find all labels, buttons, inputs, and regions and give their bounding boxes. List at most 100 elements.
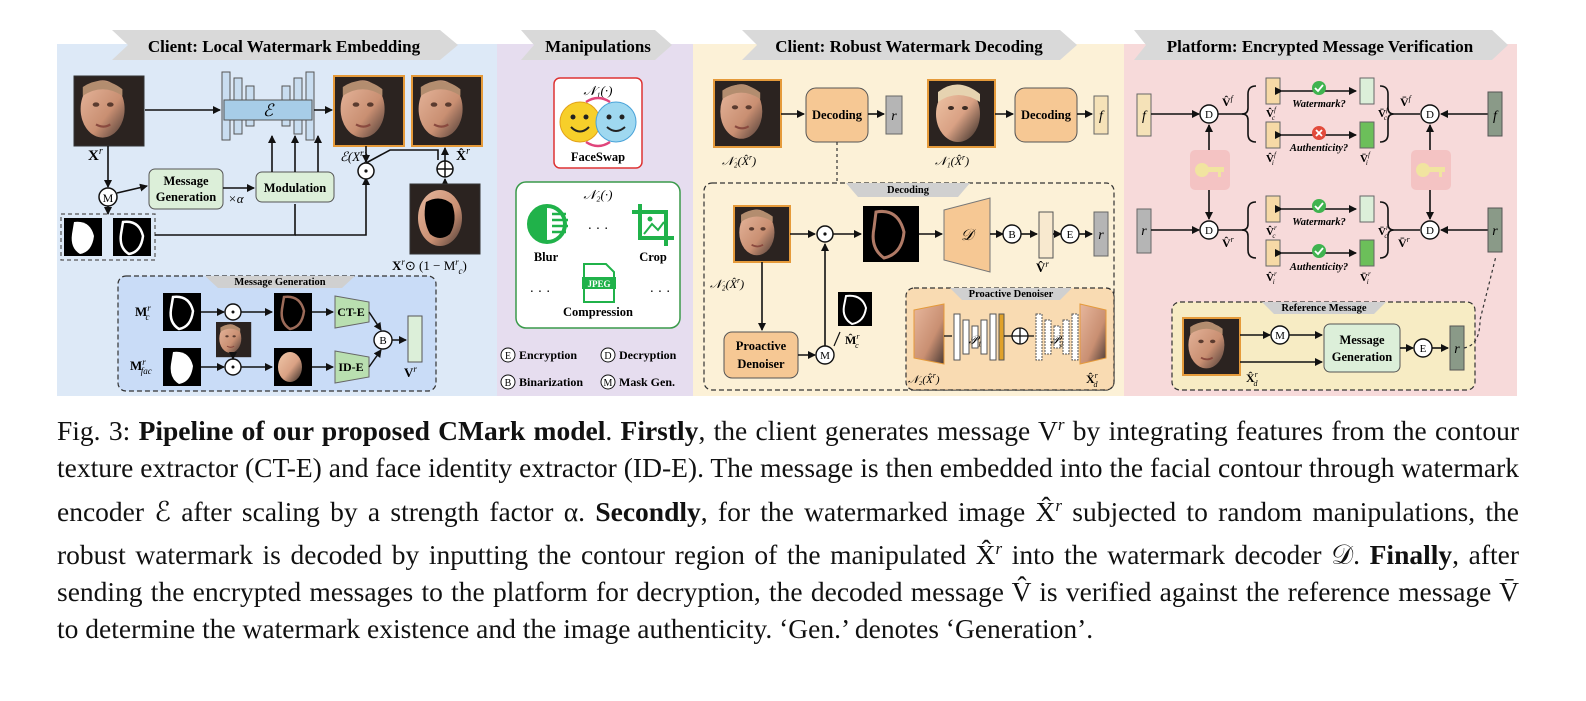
n2x-label-mid: 𝒩₂(X̂r) <box>710 276 744 291</box>
vbar-c-f-vec <box>1359 77 1375 105</box>
verify-ref-f-label: f <box>1493 109 1499 124</box>
ide-block <box>334 350 370 384</box>
contour-label: Xr⊙ (1 − Mrc) <box>392 257 467 276</box>
brace-left-top <box>1241 85 1257 143</box>
encoder-label: ℰ <box>263 101 275 120</box>
vbar-c-r-vec <box>1359 195 1375 223</box>
decode-contour-image <box>863 206 919 262</box>
proactive-l1: Proactive <box>736 339 787 353</box>
vbar-f-label: V̄f <box>1400 94 1413 109</box>
jpeg-text: JPEG <box>587 279 610 289</box>
figure-caption: Fig. 3: Pipeline of our proposed CMark m… <box>57 406 1519 648</box>
caption-p5: subjected to random manipulations, the r… <box>57 495 1519 571</box>
caption-firstly: Firstly <box>620 415 699 447</box>
p2-label: 𝒫₂ <box>1051 333 1064 347</box>
verify-input-r <box>1136 208 1152 254</box>
panel-decode-title: Client: Robust Watermark Decoding <box>775 37 1043 56</box>
msggen-detail-title: Message Generation <box>234 277 325 288</box>
legend-m-text: Mask Gen. <box>619 375 675 389</box>
output-r-top-label: r <box>891 109 897 124</box>
blur-label: Blur <box>534 250 559 264</box>
arrow-cte-bin <box>368 311 382 331</box>
modulation-label: Modulation <box>264 181 327 195</box>
decoding-label-f: Decoding <box>1021 108 1072 122</box>
face-region-image <box>274 348 312 386</box>
decryption-node-top-right <box>1420 104 1440 124</box>
decoding-box-f <box>1014 87 1078 143</box>
faceswap-icon <box>559 96 637 148</box>
arrow-dot-plus <box>365 149 439 164</box>
mult-node-mfac-dot <box>231 365 235 369</box>
contour-face-image <box>409 183 481 255</box>
vhat-i-f-vec <box>1265 121 1281 149</box>
verify-ref-r <box>1487 207 1503 253</box>
legend-d-sym: D <box>604 351 611 362</box>
reference-message-title: Reference Message <box>1281 303 1367 314</box>
n1x-label: 𝒩₁(X̂r) <box>935 153 969 168</box>
ide-label: ID-E <box>338 360 363 374</box>
decode-input-n1-image <box>927 79 996 148</box>
panel-verify-title: Platform: Encrypted Message Verification <box>1167 37 1474 56</box>
caption-p7: , after sending the encrypted messages t… <box>57 539 1519 645</box>
proactive-detail-title: Proactive Denoiser <box>969 289 1054 300</box>
mult-node-embed-dot <box>364 169 368 173</box>
decoding-detail-title: Decoding <box>887 185 930 196</box>
vhat-c-f-vec <box>1265 77 1281 105</box>
decryption-node-bottom-left-label: D <box>1205 225 1213 237</box>
pd-input-label: 𝒩₂(X̂r) <box>908 371 940 386</box>
vhat-f-label: V̂f <box>1222 94 1235 109</box>
legend-d-text: Decryption <box>619 348 677 362</box>
arrow-ide-bin <box>368 349 382 368</box>
input-label: Xr <box>88 146 103 164</box>
arrow-mask-to-dot <box>295 177 370 236</box>
reference-message-tab <box>1262 302 1386 314</box>
crop-icon <box>632 204 674 246</box>
vhat-r-label: V̂r <box>1222 235 1235 250</box>
caption-sup-2: r <box>1055 495 1062 515</box>
vhat-i-r-vec <box>1265 239 1281 267</box>
authenticity-q-bottom: Authenticity? <box>1289 262 1348 273</box>
authenticity-q-top: Authenticity? <box>1289 143 1348 154</box>
output-f-top <box>1093 95 1109 135</box>
mask-gen-node-label: M <box>103 191 114 205</box>
verify-input-f <box>1136 93 1152 137</box>
watermark-q-bottom: Watermark? <box>1292 217 1345 228</box>
n2-label: 𝒩₂(·) <box>584 187 613 202</box>
proactive-l2: Denoiser <box>737 357 785 371</box>
encryption-node-decode-label: E <box>1067 229 1074 241</box>
output-f-top-label: f <box>1099 109 1105 124</box>
cross-mark-top-i <box>1315 129 1323 137</box>
manip-dots-3: · · · <box>650 285 671 300</box>
legend-e-text: Encryption <box>519 348 577 362</box>
v-label: Vr <box>404 364 417 380</box>
message-generation-box <box>148 168 224 210</box>
brace-left-bottom <box>1241 201 1257 259</box>
decryption-node-top-right-label: D <box>1426 109 1434 121</box>
verify-ref-f <box>1487 91 1503 137</box>
watermarked-face-image <box>410 74 484 148</box>
panel-decode-tab <box>742 30 1077 60</box>
check-mark-bottom-c <box>1314 202 1324 211</box>
message-generation-l1: Message <box>163 174 209 188</box>
binarization-node-embed-label: B <box>379 335 386 347</box>
watermarked-label: X̂r <box>456 146 470 164</box>
arrow-mask-msggen <box>116 183 148 194</box>
check-mark-bottom-i <box>1314 247 1324 256</box>
panel-embed-tab <box>112 30 458 60</box>
mfac-mask-image <box>163 348 201 386</box>
decryption-node-top-left-label: D <box>1205 109 1213 121</box>
ref-msggen-l2: Generation <box>1332 350 1392 364</box>
mask-image-contour <box>113 218 151 256</box>
check-icon-bottom-c <box>1312 199 1326 213</box>
message-generation-l2: Generation <box>156 190 216 204</box>
verify-input-r-label: r <box>1141 224 1147 239</box>
ref-msggen-l1: Message <box>1339 333 1385 347</box>
